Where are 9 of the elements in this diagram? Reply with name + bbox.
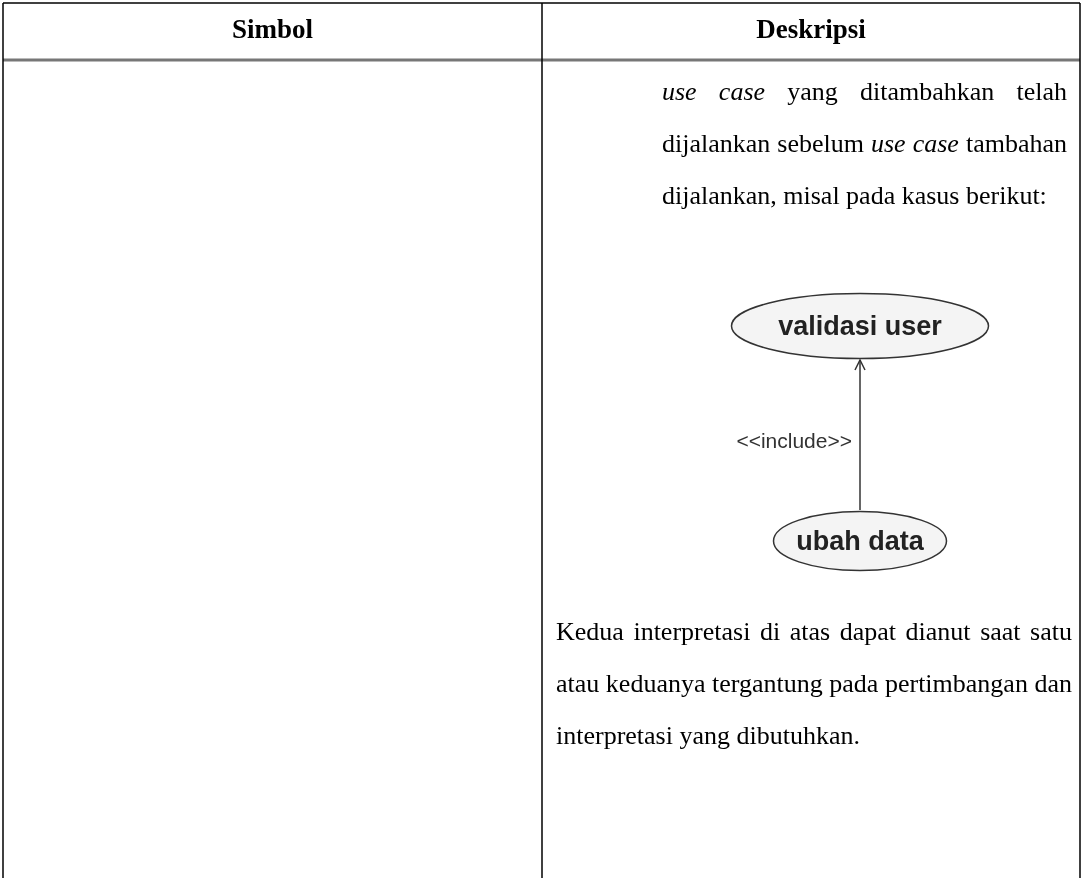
column-header: Simbol — [231, 14, 314, 45]
column-header: Deskripsi — [755, 14, 867, 45]
use-case-name: validasi user — [777, 310, 943, 342]
description-paragraph: use case yang ditambahkan telah dijalankan sebelum use case tambahan dijalankan, misal pada kasus berikut: — [662, 76, 1067, 212]
use-case-name: ubah data — [795, 525, 925, 557]
arrow — [854, 359, 866, 511]
description-paragraph: Kedua interpretasi di atas dapat dianut saat satu atau keduanya tergantung pada pertimbangan dan interpretasi yang dibutuhkan. — [556, 616, 1072, 752]
use-case-ellipse — [730, 292, 990, 360]
use-case-ellipse — [772, 510, 948, 572]
